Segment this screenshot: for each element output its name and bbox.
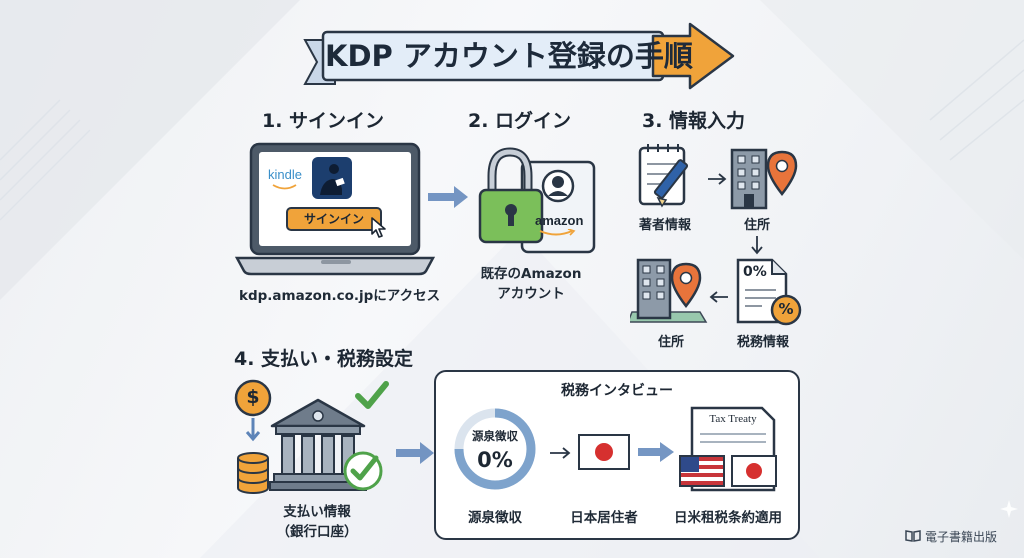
tax-treaty-doc-title: Tax Treaty bbox=[709, 413, 757, 425]
building-pin-icon bbox=[730, 148, 798, 210]
withholding-gauge bbox=[454, 408, 536, 490]
author-info-label: 著者情報 bbox=[638, 218, 691, 233]
japan-flag-icon bbox=[578, 434, 630, 470]
building-pin-map-icon bbox=[630, 258, 708, 323]
gauge-value: 0% bbox=[477, 448, 513, 472]
arrow-right-icon-2 bbox=[396, 442, 434, 464]
kindle-smile-icon bbox=[272, 184, 297, 190]
tax-interview-title: 税務インタビュー bbox=[561, 383, 673, 399]
cursor-icon bbox=[371, 217, 386, 238]
step1-heading: 1. サインイン bbox=[262, 110, 385, 132]
address-bottom-label: 住所 bbox=[657, 335, 684, 350]
sparkle-icon bbox=[1000, 500, 1018, 518]
signin-button[interactable]: サインイン bbox=[286, 207, 382, 231]
book-icon bbox=[905, 530, 921, 542]
step3-heading: 3. 情報入力 bbox=[642, 110, 746, 132]
tax-document-icon bbox=[736, 258, 802, 326]
lock-account-illustration bbox=[478, 147, 596, 254]
step4-heading: 4. 支払い・税務設定 bbox=[234, 348, 414, 370]
address-top-label: 住所 bbox=[743, 218, 770, 233]
amazon-logo: amazon bbox=[535, 213, 584, 228]
step1-caption: kdp.amazon.co.jpにアクセス bbox=[239, 288, 441, 304]
page-title: KDP アカウント登録の手順 bbox=[325, 39, 693, 73]
arrow-right-icon bbox=[428, 186, 468, 208]
title-banner bbox=[303, 22, 735, 90]
kindle-reader-icon bbox=[312, 157, 352, 199]
arrow-left-small-icon bbox=[709, 291, 728, 303]
tax-doc-rate: 0% bbox=[743, 264, 767, 280]
treaty-label: 日米租税条約適用 bbox=[674, 510, 782, 526]
arrow-right-small-icon bbox=[708, 173, 727, 185]
check-circle-icon bbox=[343, 451, 383, 491]
step2-caption-line1: 既存のAmazon bbox=[480, 266, 582, 282]
bank-icon bbox=[269, 398, 367, 491]
arrow-right-icon-3 bbox=[638, 442, 674, 462]
arrow-down-small-icon bbox=[751, 236, 763, 255]
coin-symbol: $ bbox=[246, 386, 260, 408]
payment-info-line1: 支払い情報 bbox=[283, 504, 351, 520]
withholding-label: 源泉徴収 bbox=[468, 510, 522, 526]
amazon-smile-icon bbox=[539, 229, 576, 236]
watermark-text: 電子書籍出版 bbox=[925, 530, 998, 544]
notepad-pen-icon bbox=[638, 144, 689, 208]
check-icon-top bbox=[355, 381, 389, 409]
step2-heading: 2. ログイン bbox=[468, 110, 572, 132]
coins-illustration bbox=[234, 379, 272, 494]
japan-resident-label: 日本居住者 bbox=[570, 510, 638, 526]
kindle-logo: kindle bbox=[268, 167, 302, 182]
step2-caption-line2: アカウント bbox=[497, 286, 565, 302]
tax-info-label: 税務情報 bbox=[736, 335, 789, 350]
tax-treaty-document bbox=[679, 406, 777, 492]
percent-badge: % bbox=[778, 300, 794, 318]
gauge-label: 源泉徴収 bbox=[472, 429, 518, 443]
payment-info-line2: （銀行口座） bbox=[276, 524, 358, 540]
arrow-right-small-icon-2 bbox=[550, 447, 571, 459]
